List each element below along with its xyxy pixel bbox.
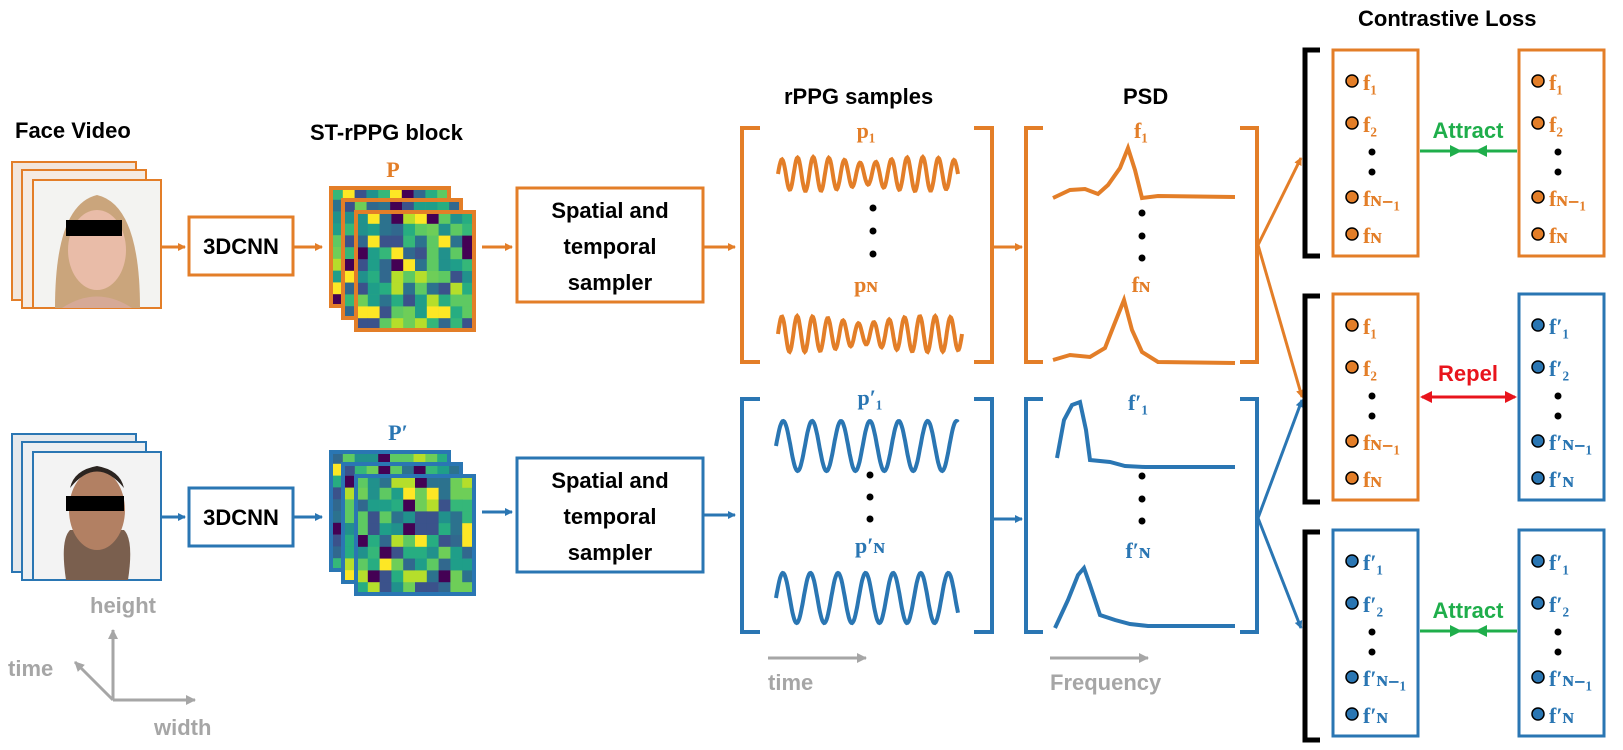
psd-fN-prime-curve: [1053, 564, 1235, 629]
signal-p1-prime: [774, 418, 960, 474]
svg-text:f′₂: f′₂: [1363, 592, 1384, 617]
psd-label: PSD: [1123, 84, 1168, 109]
feature-box-5: f′₁ f′₂ f′ɴ₋₁ f′ɴ: [1345, 550, 1406, 728]
signal-pN-prime: [774, 570, 960, 626]
cnn-blue-label: 3DCNN: [203, 505, 279, 530]
contrastive-loss-label: Contrastive Loss: [1358, 6, 1537, 31]
p1-prime-label: p′₁: [857, 385, 882, 410]
svg-text:f′₁: f′₁: [1363, 550, 1383, 575]
heatmap-cube-orange: [329, 186, 476, 332]
feature-box-3: f₁ f₂ fɴ₋₁ fɴ: [1345, 314, 1400, 492]
svg-text:f′₁: f′₁: [1549, 314, 1569, 339]
svg-text:f′ɴ: f′ɴ: [1549, 703, 1575, 728]
feature-box-6: f′₁ f′₂ f′ɴ₋₁ f′ɴ: [1531, 550, 1592, 728]
pN-prime-label: p′ɴ: [855, 533, 885, 558]
svg-text:f₂: f₂: [1363, 356, 1377, 381]
feature-box-4: f′₁ f′₂ f′ɴ₋₁ f′ɴ: [1531, 314, 1592, 492]
p1-label: p₁: [857, 118, 876, 143]
svg-text:f′ɴ₋₁: f′ɴ₋₁: [1549, 430, 1592, 455]
height-axis-label: height: [90, 593, 157, 618]
face-video-female-icon: [11, 161, 162, 309]
feature-box-2: f₁ f₂ fɴ₋₁ fɴ: [1531, 70, 1586, 248]
heatmap-cube-blue: [329, 450, 476, 596]
fN-psd-label: fɴ: [1132, 272, 1151, 297]
svg-text:f′₂: f′₂: [1549, 356, 1570, 381]
repel-label: Repel: [1438, 361, 1498, 386]
fN-prime-psd-label: f′ɴ: [1125, 538, 1151, 563]
sampler-orange-line2: temporal: [564, 234, 657, 259]
frequency-axis-label: Frequency: [1050, 670, 1162, 695]
svg-text:fɴ: fɴ: [1549, 223, 1568, 248]
P-prime-label: P′: [388, 420, 408, 445]
time-axis-label: time: [768, 670, 813, 695]
sampler-orange-line1: Spatial and: [551, 198, 668, 223]
psd-f1-prime-curve: [1055, 399, 1235, 469]
psd-f1-curve: [1052, 142, 1236, 201]
svg-text:fɴ₋₁: fɴ₋₁: [1363, 430, 1400, 455]
face-video-label: Face Video: [15, 118, 131, 143]
P-label: P: [386, 157, 399, 182]
cnn-orange-label: 3DCNN: [203, 234, 279, 259]
svg-text:f′₁: f′₁: [1549, 550, 1569, 575]
attract-label-bottom: Attract: [1433, 598, 1505, 623]
svg-text:f′ɴ₋₁: f′ɴ₋₁: [1363, 666, 1406, 691]
svg-text:f₂: f₂: [1549, 112, 1563, 137]
sampler-blue-line1: Spatial and: [551, 468, 668, 493]
time-3d-axis-label: time: [8, 656, 53, 681]
svg-text:f₁: f₁: [1549, 70, 1563, 95]
svg-text:f′ɴ: f′ɴ: [1549, 467, 1575, 492]
svg-text:f₁: f₁: [1363, 70, 1377, 95]
sampler-orange-line3: sampler: [568, 270, 653, 295]
rppg-samples-label: rPPG samples: [784, 84, 933, 109]
svg-text:f₁: f₁: [1363, 314, 1377, 339]
signal-pN: [776, 312, 964, 356]
pN-label: pɴ: [854, 272, 878, 297]
svg-text:fɴ: fɴ: [1363, 223, 1382, 248]
sampler-blue-line2: temporal: [564, 504, 657, 529]
svg-text:f′ɴ₋₁: f′ɴ₋₁: [1549, 666, 1592, 691]
f1-prime-psd-label: f′₁: [1128, 390, 1148, 415]
svg-text:f₂: f₂: [1363, 112, 1377, 137]
st-block-label: ST-rPPG block: [310, 120, 464, 145]
attract-label-top: Attract: [1433, 118, 1505, 143]
face-video-male-icon: [11, 433, 162, 581]
signal-p1: [776, 154, 960, 194]
width-axis-label: width: [153, 715, 211, 740]
svg-text:fɴ: fɴ: [1363, 467, 1382, 492]
psd-fN-curve: [1052, 293, 1236, 365]
svg-text:fɴ₋₁: fɴ₋₁: [1363, 186, 1400, 211]
svg-text:fɴ₋₁: fɴ₋₁: [1549, 186, 1586, 211]
axes-indicator: height time width: [8, 593, 211, 740]
sampler-blue-line3: sampler: [568, 540, 653, 565]
feature-box-1: f₁ f₂ fɴ₋₁ fɴ: [1345, 70, 1400, 248]
f1-psd-label: f₁: [1134, 118, 1148, 143]
svg-text:f′₂: f′₂: [1549, 592, 1570, 617]
svg-text:f′ɴ: f′ɴ: [1363, 703, 1389, 728]
